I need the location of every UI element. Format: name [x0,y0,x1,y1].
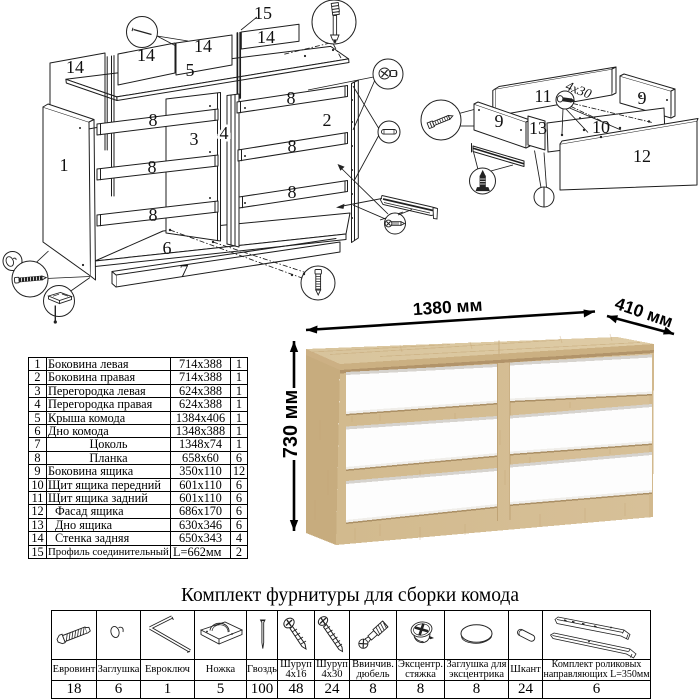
svg-text:4: 4 [220,123,229,143]
svg-text:1380 мм: 1380 мм [412,295,483,320]
svg-text:5: 5 [186,60,195,80]
svg-text:11: 11 [534,86,551,106]
svg-text:2: 2 [323,110,332,130]
svg-text:13: 13 [529,118,547,138]
svg-text:8: 8 [287,88,296,108]
svg-text:8: 8 [288,182,297,202]
svg-text:1: 1 [60,155,69,175]
svg-text:15: 15 [254,3,272,23]
svg-text:6: 6 [163,238,172,258]
svg-text:7: 7 [180,261,189,281]
svg-text:3: 3 [190,129,199,149]
svg-text:14: 14 [66,57,84,77]
svg-text:14: 14 [137,45,155,65]
svg-text:8: 8 [149,205,158,225]
svg-text:8: 8 [149,110,158,130]
svg-text:10: 10 [592,117,610,137]
svg-text:14: 14 [194,36,212,56]
svg-text:9: 9 [638,88,647,108]
svg-text:14: 14 [257,27,275,47]
svg-text:9: 9 [495,111,504,131]
svg-text:8: 8 [148,157,157,177]
svg-text:730 мм: 730 мм [280,390,302,459]
svg-text:8: 8 [288,136,297,156]
svg-text:12: 12 [633,146,651,166]
